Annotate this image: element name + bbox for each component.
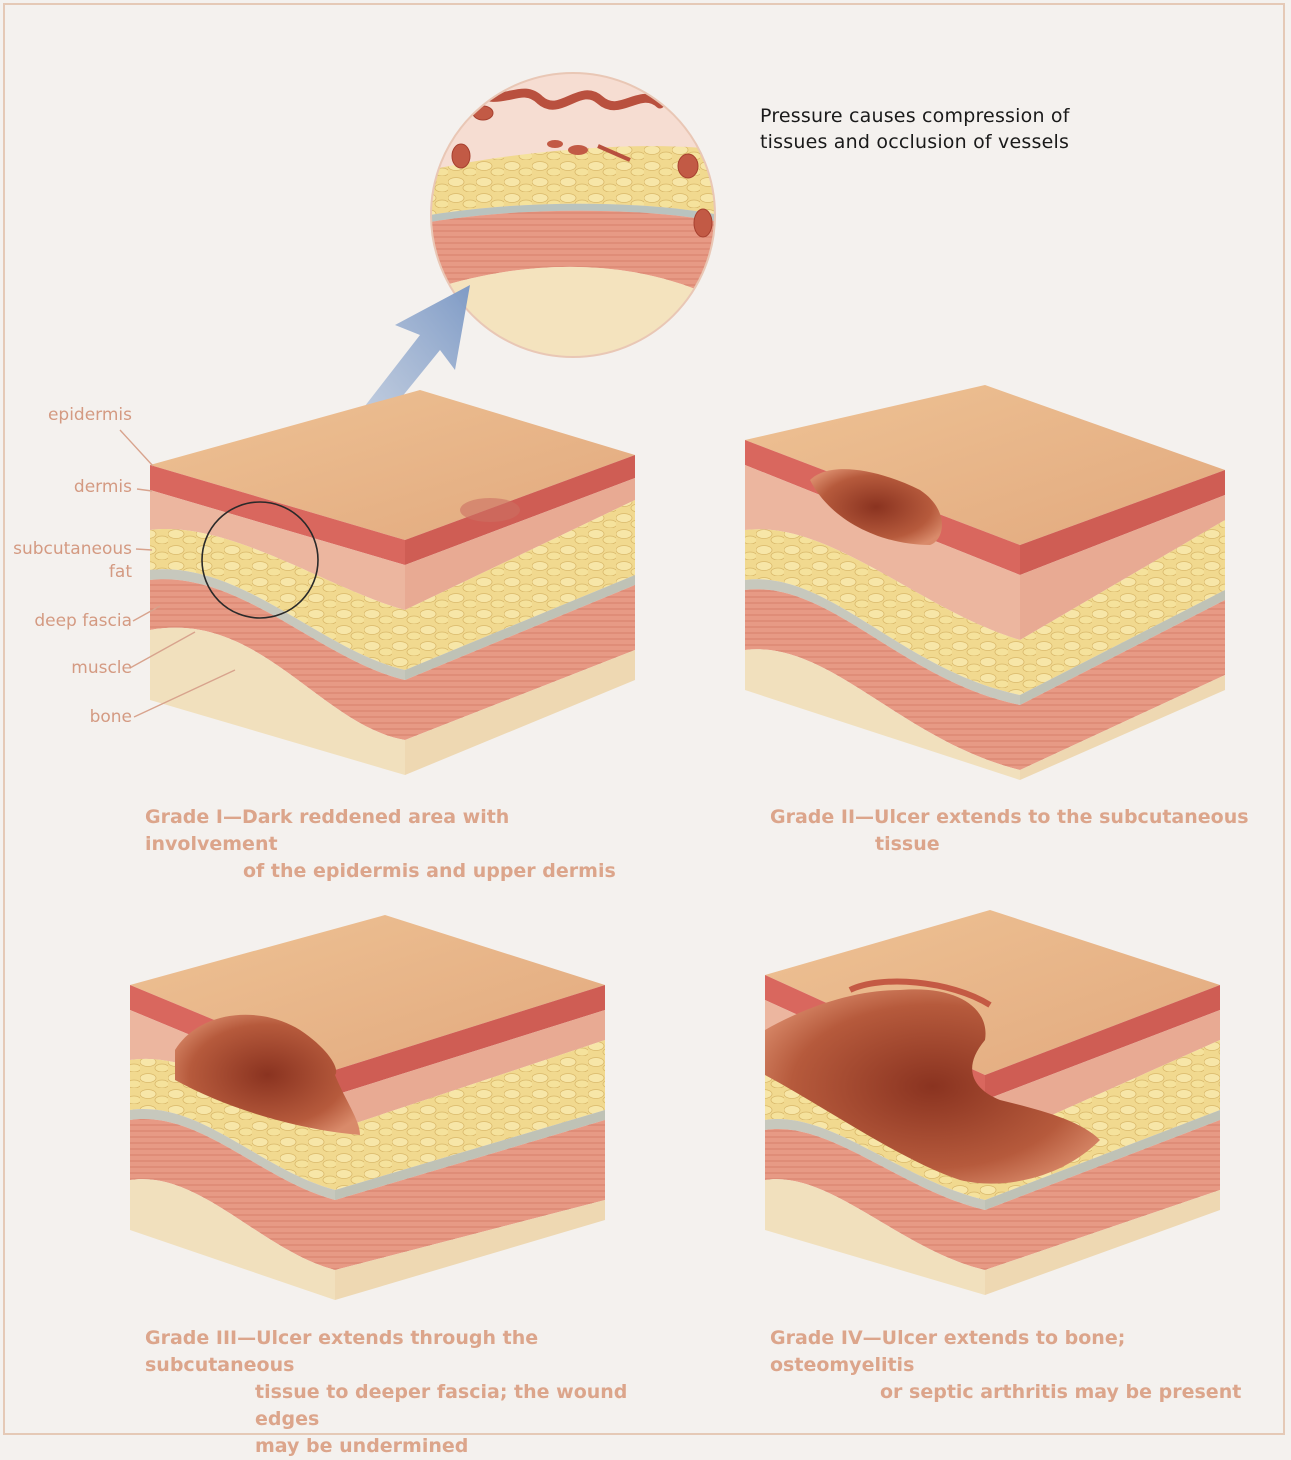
caption-grade2-line1: Grade II—Ulcer extends to the subcutaneo… xyxy=(770,804,1250,831)
pressure-callout-line2: tissues and occlusion of vessels xyxy=(760,129,1120,155)
caption-grade4: Grade IV—Ulcer extends to bone; osteomye… xyxy=(770,1325,1270,1406)
caption-grade1-line2: of the epidermis and upper dermis xyxy=(145,858,625,885)
label-dermis: dermis xyxy=(20,477,132,497)
label-muscle: muscle xyxy=(20,658,132,678)
caption-grade4-line1: Grade IV—Ulcer extends to bone; osteomye… xyxy=(770,1325,1270,1379)
label-bone: bone xyxy=(20,707,132,727)
grade4-block xyxy=(765,910,1220,1295)
caption-grade1-line1: Grade I—Dark reddened area with involvem… xyxy=(145,804,625,858)
caption-grade3-line2: tissue to deeper fascia; the wound edges xyxy=(145,1379,685,1433)
caption-grade1: Grade I—Dark reddened area with involvem… xyxy=(145,804,625,885)
grade3-block xyxy=(130,915,605,1300)
caption-grade2: Grade II—Ulcer extends to the subcutaneo… xyxy=(770,804,1250,858)
label-deep-fascia: deep fascia xyxy=(0,611,132,631)
magnified-tissue-view xyxy=(430,70,720,360)
caption-grade2-line2: tissue xyxy=(770,831,1250,858)
grade2-block xyxy=(745,385,1225,780)
label-subcutaneous: subcutaneous xyxy=(0,539,132,559)
pressure-callout-line1: Pressure causes compression of xyxy=(760,103,1120,129)
caption-grade4-line2: or septic arthritis may be present xyxy=(770,1379,1270,1406)
caption-grade3: Grade III—Ulcer extends through the subc… xyxy=(145,1325,685,1460)
grade1-block xyxy=(150,390,635,775)
caption-grade3-line3: may be undermined xyxy=(145,1433,685,1460)
pressure-callout: Pressure causes compression of tissues a… xyxy=(760,103,1120,155)
caption-grade3-line1: Grade III—Ulcer extends through the subc… xyxy=(145,1325,685,1379)
label-epidermis: epidermis xyxy=(20,405,132,425)
label-fat: fat xyxy=(20,562,132,582)
